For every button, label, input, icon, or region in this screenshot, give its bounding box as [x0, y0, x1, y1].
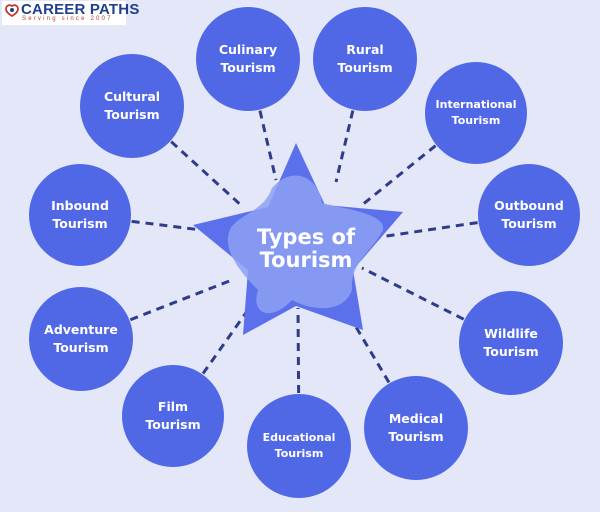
center-title: Types of Tourism [256, 225, 356, 272]
center-star-highlight [227, 175, 384, 314]
career-paths-logo: CAREER PATHS Serving since 2007 [2, 1, 139, 25]
node-international-tourism: International Tourism [425, 62, 527, 164]
connector-educational [296, 307, 301, 394]
node-inbound-tourism: Inbound Tourism [29, 164, 131, 266]
connector-outbound [379, 221, 478, 239]
node-medical-tourism: Medical Tourism [364, 376, 468, 480]
node-label: Medical Tourism [388, 411, 444, 444]
connector-wildlife [361, 266, 465, 321]
node-cultural-tourism: Cultural Tourism [80, 54, 184, 158]
logo-emblem-icon [5, 4, 19, 18]
connector-culinary [258, 110, 278, 181]
node-label: Inbound Tourism [51, 198, 109, 231]
node-label: Film Tourism [145, 399, 201, 432]
node-adventure-tourism: Adventure Tourism [29, 287, 133, 391]
node-rural-tourism: Rural Tourism [313, 7, 417, 111]
logo-title: CAREER PATHS [21, 1, 140, 18]
connector-international [361, 144, 437, 207]
node-educational-tourism: Educational Tourism [247, 394, 351, 498]
node-label: Wildlife Tourism [483, 326, 539, 359]
connector-adventure [129, 278, 233, 322]
node-film-tourism: Film Tourism [122, 365, 224, 467]
node-label: Educational Tourism [262, 431, 336, 460]
logo-tagline: Serving since 2007 [22, 16, 113, 22]
node-label: Outbound Tourism [494, 198, 564, 231]
connector-cultural [170, 140, 245, 209]
node-culinary-tourism: Culinary Tourism [196, 7, 300, 111]
connector-rural [334, 110, 355, 183]
node-wildlife-tourism: Wildlife Tourism [459, 291, 563, 395]
node-label: Rural Tourism [337, 42, 393, 75]
node-outbound-tourism: Outbound Tourism [478, 164, 580, 266]
node-label: International Tourism [435, 98, 517, 127]
connector-medical [338, 299, 391, 384]
node-label: Culinary Tourism [218, 42, 278, 75]
node-label: Cultural Tourism [103, 89, 161, 122]
node-label: Adventure Tourism [44, 322, 118, 355]
